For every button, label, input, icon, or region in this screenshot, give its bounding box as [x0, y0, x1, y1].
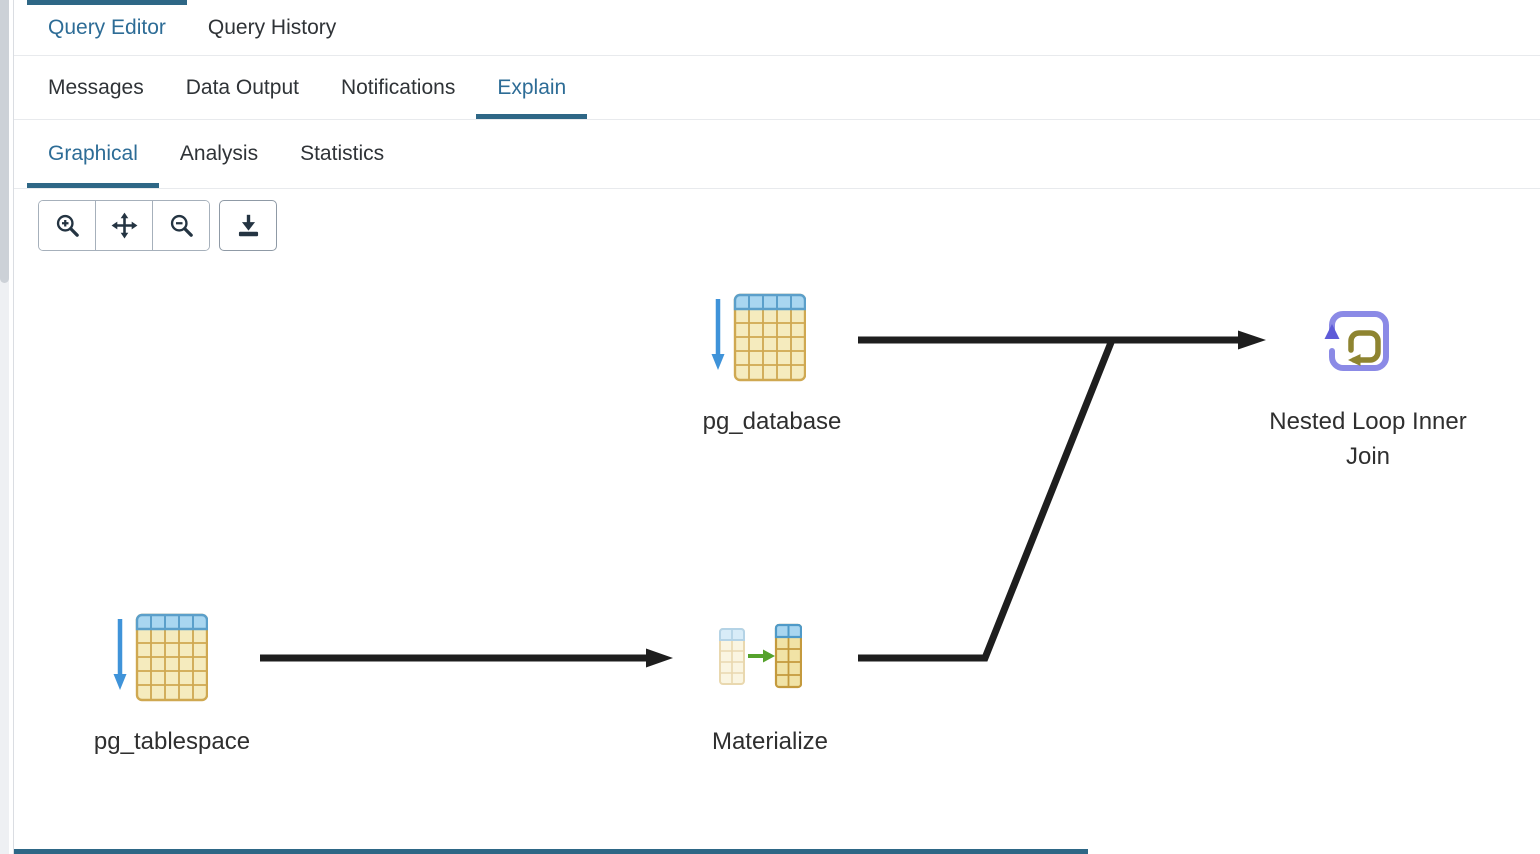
plan-edge-database-join [858, 330, 1266, 350]
tab-query-editor[interactable]: Query Editor [27, 0, 187, 55]
plan-node-materialize-icon[interactable] [718, 623, 803, 694]
nested-loop-icon [1324, 311, 1394, 380]
download-image-button[interactable] [219, 200, 277, 251]
left-scrollbar-thumb[interactable] [0, 0, 9, 283]
plan-edge-tablespace-materialize [260, 648, 673, 668]
tab-data-output[interactable]: Data Output [185, 75, 299, 99]
query-tool-panel: Query Editor Query History Messages Data… [14, 0, 1540, 189]
plan-node-pg-database-label: pg_database [702, 408, 842, 435]
zoom-in-icon [54, 212, 81, 239]
zoom-button-group [38, 200, 210, 251]
tab-explain[interactable]: Explain [476, 56, 588, 119]
tab-query-history[interactable]: Query History [207, 15, 337, 39]
tab-analysis[interactable]: Analysis [179, 142, 259, 165]
editor-tab-bar: Query Editor Query History [14, 0, 1540, 56]
plan-edge-materialize-join [858, 338, 1116, 662]
tab-messages[interactable]: Messages [48, 75, 144, 99]
zoom-out-button[interactable] [152, 201, 209, 250]
explain-toolbar [38, 200, 277, 251]
results-tab-bar: Messages Data Output Notifications Expla… [14, 56, 1540, 120]
plan-node-materialize-label: Materialize [711, 728, 829, 755]
plan-node-pg-database-icon[interactable] [710, 292, 807, 389]
tab-statistics[interactable]: Statistics [300, 142, 385, 165]
materialize-icon [718, 623, 803, 693]
panel-left-border [13, 0, 14, 854]
zoom-out-icon [168, 212, 195, 239]
download-icon [235, 212, 262, 239]
bottom-tab-indicator [14, 849, 1088, 854]
explain-tab-bar: Graphical Analysis Statistics [14, 120, 1540, 189]
zoom-in-button[interactable] [39, 201, 95, 250]
tab-graphical[interactable]: Graphical [27, 120, 159, 188]
plan-node-nested-loop-label: Nested Loop Inner Join [1269, 408, 1467, 470]
seq-scan-table-icon [112, 613, 209, 708]
pan-icon [111, 212, 138, 239]
plan-node-pg-tablespace-label: pg_tablespace [93, 728, 251, 755]
tab-notifications[interactable]: Notifications [340, 75, 456, 99]
left-scrollbar-track [0, 0, 9, 854]
seq-scan-table-icon [710, 293, 807, 388]
plan-node-pg-tablespace-icon[interactable] [112, 612, 209, 709]
plan-node-nested-loop-icon[interactable] [1324, 306, 1394, 381]
pan-button[interactable] [95, 201, 152, 250]
